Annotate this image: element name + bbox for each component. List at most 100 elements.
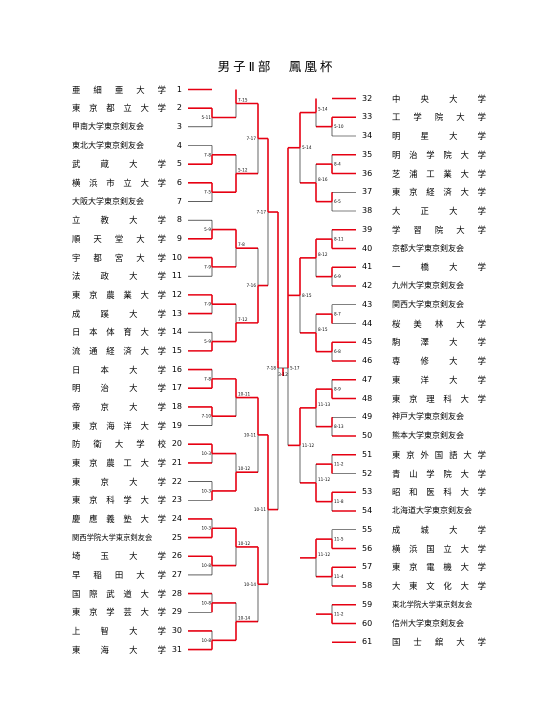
team-name-right: 国士舘大学 (392, 637, 486, 647)
team-name-right: 関西大学東京剣友会 (392, 300, 486, 310)
team-name-left: 関西学院大学東京剣友会 (72, 533, 166, 543)
score-left-r1: 7-8 (204, 152, 211, 157)
team-name-char: 会 (456, 431, 464, 440)
team-name-right: 昭和医科大学 (392, 487, 486, 497)
team-name-char: 大 (460, 581, 469, 591)
team-name-char: 大 (456, 318, 465, 329)
score-right-r3: 11-12 (302, 443, 315, 448)
score-right-r1: 8-13 (334, 424, 344, 429)
team-name-char: 学 (157, 457, 166, 468)
score-left-r1: 5-9 (204, 339, 211, 344)
team-name-char: 大 (408, 431, 416, 440)
team-number-left: 27 (171, 569, 182, 579)
team-number-left: 23 (171, 495, 182, 505)
team-name-left: 上智大学 (72, 626, 166, 636)
score-right-r1: 8-7 (334, 312, 341, 317)
team-name-char: 亜 (114, 84, 124, 95)
team-name-char: 早 (72, 569, 81, 580)
team-name-char: 際 (89, 588, 98, 599)
team-number-right: 38 (362, 206, 373, 215)
team-name-char: 戸 (400, 412, 408, 422)
team-name-char: 剣 (440, 412, 448, 422)
team-name-char: 国 (72, 588, 81, 599)
team-name-char: 学 (416, 412, 424, 422)
team-name-right: 桜美林大学 (392, 319, 486, 329)
team-number-left: 4 (176, 140, 182, 150)
team-number-left: 3 (176, 121, 182, 131)
team-name-char: 士 (413, 637, 422, 648)
score-right-r1: 6-9 (334, 274, 341, 279)
team-name-char: 学 (157, 159, 166, 170)
score-left-r1: 7-5 (204, 190, 211, 195)
score-final-left: 7-18 (266, 366, 276, 371)
team-name-char: 科 (106, 495, 115, 506)
team-number-left: 9 (176, 233, 182, 243)
team-number-left: 28 (171, 588, 182, 598)
team-name-char: 国 (426, 543, 435, 554)
team-name-char: 育 (123, 327, 132, 338)
team-name-char: 学 (477, 224, 486, 235)
score-left-r2: 7-15 (238, 98, 248, 103)
team-name-char: 東 (424, 281, 432, 290)
team-name-char: 東 (72, 103, 81, 114)
team-name-char: 剣 (440, 299, 448, 309)
team-name-char: 友 (456, 506, 464, 515)
team-name-char: 東 (72, 476, 81, 487)
team-name-char: 大 (460, 393, 469, 404)
team-name-char: 京 (123, 532, 131, 542)
team-name-char: 京 (89, 289, 98, 300)
team-name-char: 大 (140, 103, 149, 114)
team-name-char: 浜 (89, 177, 98, 188)
team-name-char: 済 (443, 187, 452, 198)
team-name-char: 学 (157, 103, 166, 114)
team-name-char: 院 (443, 468, 452, 479)
team-name-char: 昭 (392, 487, 401, 498)
team-name-char: 稲 (93, 569, 102, 580)
team-name-char: 央 (420, 93, 429, 104)
team-name-char: 武 (106, 588, 115, 599)
team-name-char: 会 (144, 532, 153, 542)
team-name-char: 立 (123, 103, 132, 114)
team-number-right: 56 (362, 543, 373, 553)
team-name-char: 学 (428, 599, 436, 609)
team-number-left: 21 (171, 457, 182, 467)
team-name-char: 熊 (392, 431, 400, 440)
team-name-char: 京 (89, 607, 98, 618)
team-name-char: 洋 (123, 420, 132, 431)
team-name-char: 東 (432, 506, 440, 515)
team-name-char: 農 (106, 457, 115, 468)
team-name-char: 美 (413, 318, 422, 329)
team-name-right: 神戸大学東京剣友会 (392, 412, 486, 422)
score-right-r1: 8-9 (334, 387, 341, 392)
team-name-char: 明 (392, 149, 401, 160)
team-name-right: 明治学院大学 (392, 150, 486, 160)
team-name-char: 業 (123, 289, 132, 300)
team-name-char: 京 (409, 187, 418, 198)
team-name-char: 大 (129, 159, 138, 170)
team-name-char: 関 (392, 299, 400, 309)
team-name-char: 学 (157, 476, 166, 487)
team-name-char: 会 (464, 506, 472, 515)
team-name-char: 大 (449, 206, 458, 216)
team-name-char: 学 (424, 506, 432, 515)
team-number-left: 26 (171, 551, 182, 561)
team-name-char: 京 (432, 281, 440, 290)
team-number-right: 45 (362, 337, 373, 347)
team-name-char: 道 (123, 588, 132, 599)
team-name-char: 工 (392, 112, 401, 123)
team-name-char: 院 (443, 149, 452, 160)
team-name-char: 大 (88, 140, 96, 150)
team-name-char: 九 (392, 281, 400, 290)
team-name-char: 理 (426, 393, 435, 404)
team-name-char: 国 (392, 637, 401, 648)
team-name-char: 友 (448, 299, 456, 309)
team-name-char: 学 (406, 599, 414, 609)
team-name-char: 大 (136, 233, 145, 244)
team-name-char: 学 (86, 532, 94, 542)
team-name-char: 学 (157, 345, 166, 356)
team-name-char: 都 (400, 243, 408, 253)
team-name-char: 経 (106, 345, 115, 356)
team-name-char: 学 (477, 168, 486, 179)
team-name-char: 智 (100, 625, 109, 636)
score-left-r3: 7-17 (246, 136, 256, 141)
